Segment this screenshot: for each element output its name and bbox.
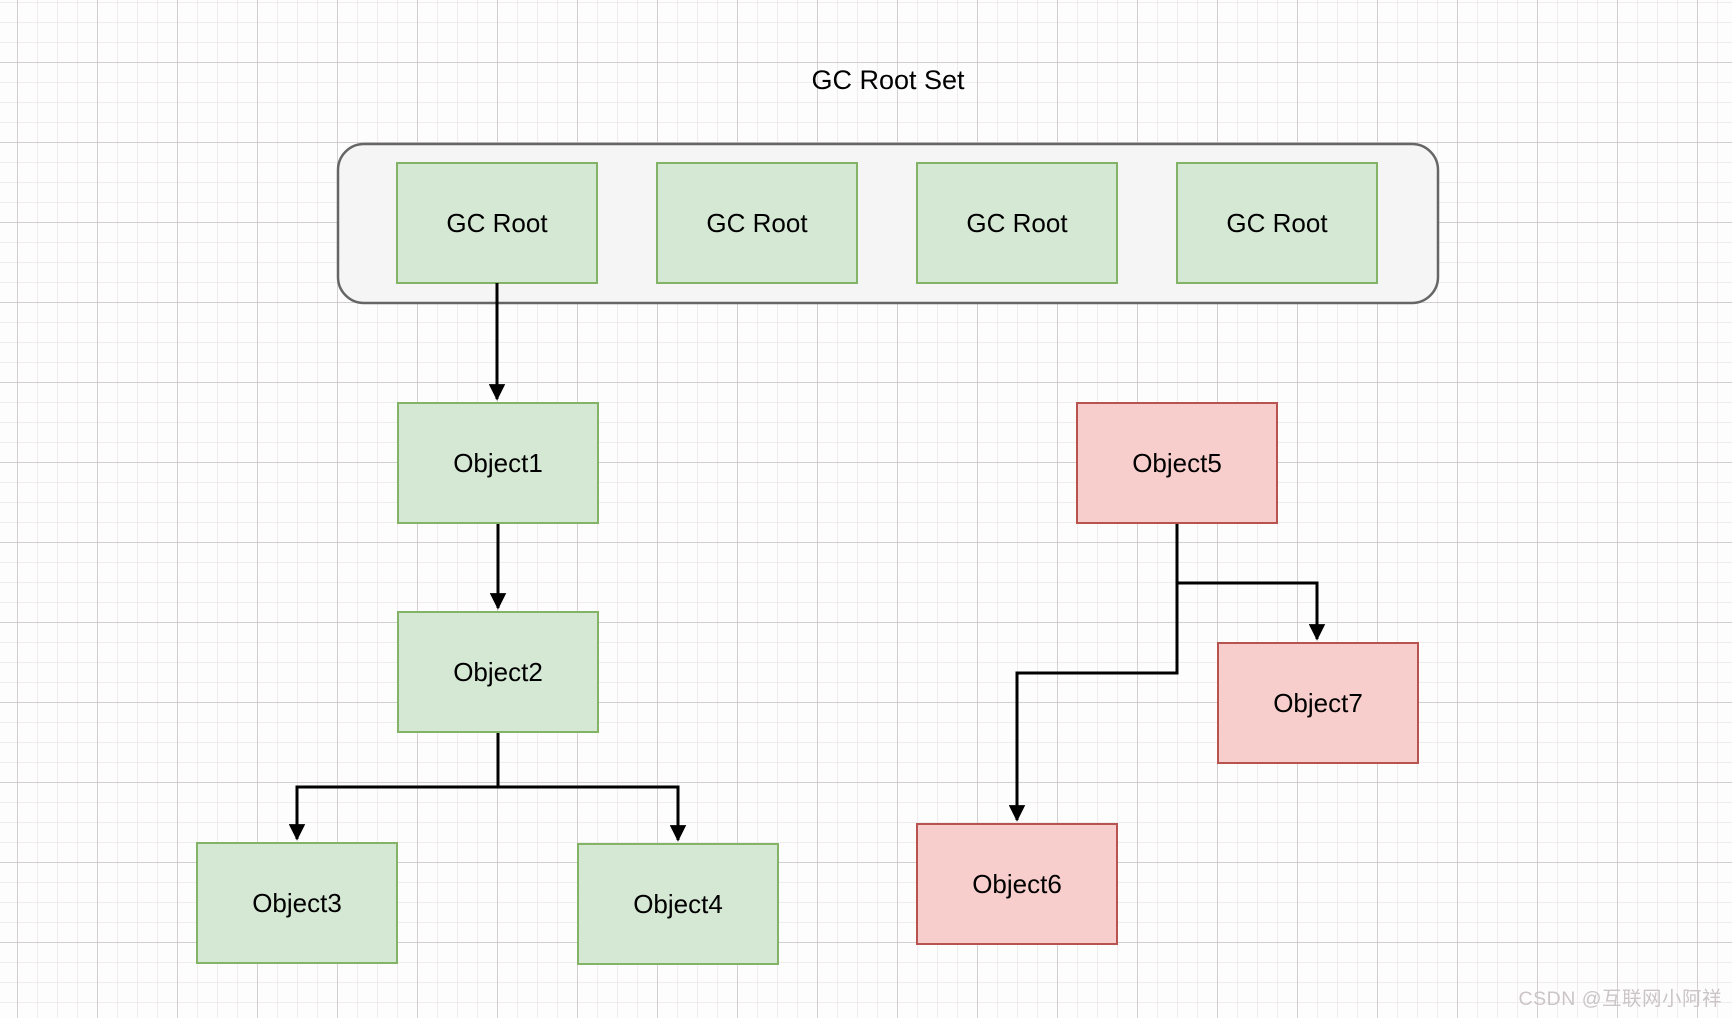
- node-object1: [397, 402, 599, 524]
- watermark-text: CSDN @互联网小阿祥: [1519, 988, 1722, 1010]
- gc-root-label-2: GC Root: [706, 208, 808, 238]
- edge-object5-object6: [1008, 583, 1179, 822]
- gc-root-set-container: [336, 142, 1440, 305]
- gc-root-label-3: GC Root: [966, 208, 1068, 238]
- edge-object2-object3: [288, 731, 500, 841]
- gc-root-label-1: GC Root: [446, 208, 548, 238]
- diagram-title: GC Root Set: [811, 65, 965, 95]
- reachable-objects-group: Object1 Object2 Object3 Object4: [196, 402, 779, 965]
- label-object1: Object1: [453, 448, 543, 478]
- gc-root-node-2: [656, 162, 858, 284]
- gc-root-label-4: GC Root: [1226, 208, 1328, 238]
- label-object3: Object3: [252, 888, 342, 918]
- edges-group: [288, 283, 1326, 842]
- label-object4: Object4: [633, 889, 723, 919]
- node-object2: [397, 611, 599, 733]
- gc-root-node-1: [396, 162, 598, 284]
- label-object6: Object6: [972, 869, 1062, 899]
- node-object3: [196, 842, 398, 964]
- label-object7: Object7: [1273, 688, 1363, 718]
- node-object5: [1076, 402, 1278, 524]
- edge-object2-object4: [498, 785, 687, 842]
- node-object4: [577, 843, 779, 965]
- gc-root-group: GC Root GC Root GC Root GC Root: [396, 162, 1378, 284]
- node-object6: [916, 823, 1118, 945]
- gc-root-node-4: [1176, 162, 1378, 284]
- edge-object5-object7: [1175, 523, 1326, 641]
- unreachable-objects-group: Object5 Object6 Object7: [916, 402, 1419, 945]
- node-object7: [1217, 642, 1419, 764]
- label-object2: Object2: [453, 657, 543, 687]
- gc-root-node-3: [916, 162, 1118, 284]
- label-object5: Object5: [1132, 448, 1222, 478]
